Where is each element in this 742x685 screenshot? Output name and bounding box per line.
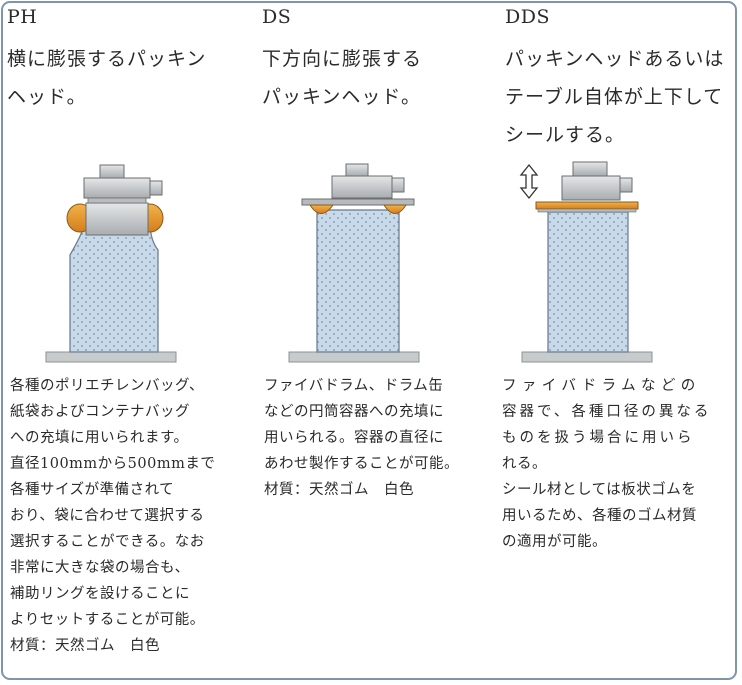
ph-description-line: 補助リングを設けることに — [10, 586, 190, 602]
ph-head-plate — [87, 197, 147, 204]
dds-sheet-rubber — [535, 201, 639, 210]
ph-heading: 横に膨張するパッキン ヘッド。 — [7, 40, 206, 116]
ph-description-line: 非常に大きな袋の場合も、 — [10, 560, 190, 576]
dds-illustration — [519, 161, 653, 363]
ds-heading: 下方向に膨張する パッキンヘッド。 — [262, 40, 422, 116]
ph-head-cap — [99, 164, 125, 179]
ds-floor — [288, 351, 420, 363]
dds-heading-line: テーブル自体が上下して — [505, 86, 724, 108]
ds-plate — [301, 198, 415, 206]
ds-drum — [316, 209, 400, 353]
ds-nozzle — [391, 177, 405, 193]
ph-head-top — [83, 177, 151, 199]
ph-heading-line: 横に膨張するパッキン — [7, 48, 207, 70]
dds-description-line: ものを扱う場合に用いら — [502, 430, 695, 446]
ds-description-line: 用いられる。容器の直径に — [264, 430, 444, 446]
dds-description-line: シール材としては板状ゴムを — [502, 482, 697, 498]
ds-packing-right — [383, 204, 407, 214]
ph-description-line: おり、袋に合わせて選択する — [10, 508, 205, 524]
ds-description-line: 材質：天然ゴム 白色 — [264, 482, 414, 498]
ph-head-body — [85, 202, 149, 236]
dds-heading-line: パッキンヘッドあるいは — [505, 48, 725, 70]
ph-code: PH — [7, 6, 38, 28]
ph-illustration — [45, 164, 177, 363]
ph-description-line: 紙袋およびコンテナバッグ — [10, 404, 190, 420]
ds-head-top — [331, 175, 393, 199]
dds-heading: パッキンヘッドあるいは テーブル自体が上下して シールする。 — [505, 40, 724, 154]
ph-description-line: 材質：天然ゴム 白色 — [10, 638, 160, 654]
ph-description-line: 直径100mmから500mmまで — [10, 456, 216, 472]
dds-description-line: れる。 — [502, 456, 547, 472]
ph-description-line: よりセットすることが可能。 — [10, 612, 205, 628]
ds-description-line: などの円筒容器への充填に — [264, 404, 444, 420]
dds-floor — [521, 351, 653, 363]
dds-code: DDS — [505, 6, 550, 28]
dds-plate — [537, 208, 637, 213]
ph-description-line: への充填に用いられます。 — [10, 430, 189, 446]
ds-head-cap — [345, 163, 369, 177]
ds-packing-left — [309, 204, 334, 214]
dds-description-line: 容器で、各種口径の異なる — [502, 404, 712, 420]
ph-description-line: 各種サイズが準備されて — [10, 482, 175, 498]
ds-heading-line: パッキンヘッド。 — [262, 86, 422, 108]
ph-floor — [45, 351, 177, 363]
ds-code: DS — [262, 6, 292, 28]
dds-nozzle — [619, 177, 633, 193]
up-down-arrow-icon — [519, 163, 539, 200]
ds-illustration — [288, 163, 420, 363]
ds-description-line: ファイバドラム、ドラム缶 — [264, 378, 444, 394]
ph-description-line: 各種のポリエチレンバッグ、 — [10, 378, 204, 394]
ds-description: ファイバドラム、ドラム缶 などの円筒容器への充填に 用いられる。容器の直径に あ… — [264, 373, 459, 503]
ph-nozzle — [149, 180, 163, 196]
ph-description: 各種のポリエチレンバッグ、 紙袋およびコンテナバッグ への充填に用いられます。 … — [10, 373, 215, 659]
dds-description: ファイバドラムなどの 容器で、各種口径の異なる ものを扱う場合に用いら れる。 … — [502, 373, 711, 555]
dds-description-line: 用いるため、各種のゴム材質 — [502, 508, 697, 524]
dds-head-cap — [572, 161, 608, 177]
dds-drum — [547, 211, 629, 353]
ds-description-line: あわせ製作することが可能。 — [264, 456, 459, 472]
dds-heading-line: シールする。 — [505, 124, 626, 146]
ph-description-line: 選択することができる。なお — [10, 534, 205, 550]
dds-description-line: の適用が可能。 — [502, 534, 607, 550]
ph-heading-line: ヘッド。 — [7, 86, 87, 108]
dds-description-line: ファイバドラムなどの — [502, 378, 701, 394]
ds-heading-line: 下方向に膨張する — [262, 48, 423, 70]
dds-head-top — [561, 175, 621, 201]
ph-bag — [69, 221, 159, 353]
